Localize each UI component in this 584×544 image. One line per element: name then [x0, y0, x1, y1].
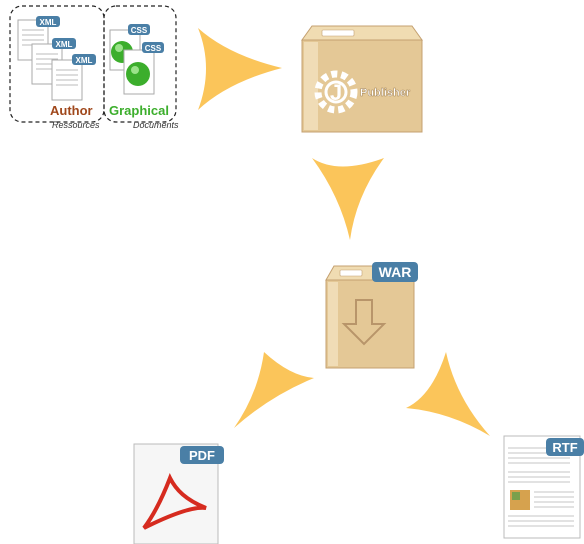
ressources-label: Ressources — [52, 120, 100, 130]
flow-arrow — [406, 352, 490, 436]
css-badge-label: CSS — [131, 26, 148, 35]
download-arrow-icon — [341, 299, 387, 346]
publisher-logo-letter: J — [330, 80, 342, 105]
graphical-documents-group — [103, 5, 177, 123]
xml-badge-label: XML — [56, 40, 73, 49]
author-label: Author — [50, 103, 93, 118]
pdf-document-icon — [133, 443, 224, 544]
css-document-icon — [123, 42, 164, 95]
css-badge-label: CSS — [145, 44, 162, 53]
xml-badge-label: XML — [40, 18, 57, 27]
publisher-label: Publisher — [360, 87, 411, 99]
war-badge-label: WAR — [379, 264, 412, 280]
flow-arrow — [312, 158, 384, 240]
acrobat-logo-icon — [142, 473, 207, 530]
flow-arrow — [234, 352, 314, 428]
xml-document-stack — [17, 16, 96, 101]
graphical-label: Graphical — [109, 103, 169, 118]
flow-arrow — [198, 28, 282, 110]
pdf-badge-label: PDF — [189, 448, 215, 463]
rtf-badge-label: RTF — [552, 440, 577, 455]
publisher-box-icon — [301, 25, 423, 133]
rtf-document-icon — [503, 435, 584, 539]
xml-document-icon — [51, 54, 96, 101]
war-badge — [372, 262, 418, 282]
documents-label: Documents — [133, 120, 179, 130]
css-document-stack — [109, 24, 164, 95]
xml-badge-label: XML — [76, 56, 93, 65]
